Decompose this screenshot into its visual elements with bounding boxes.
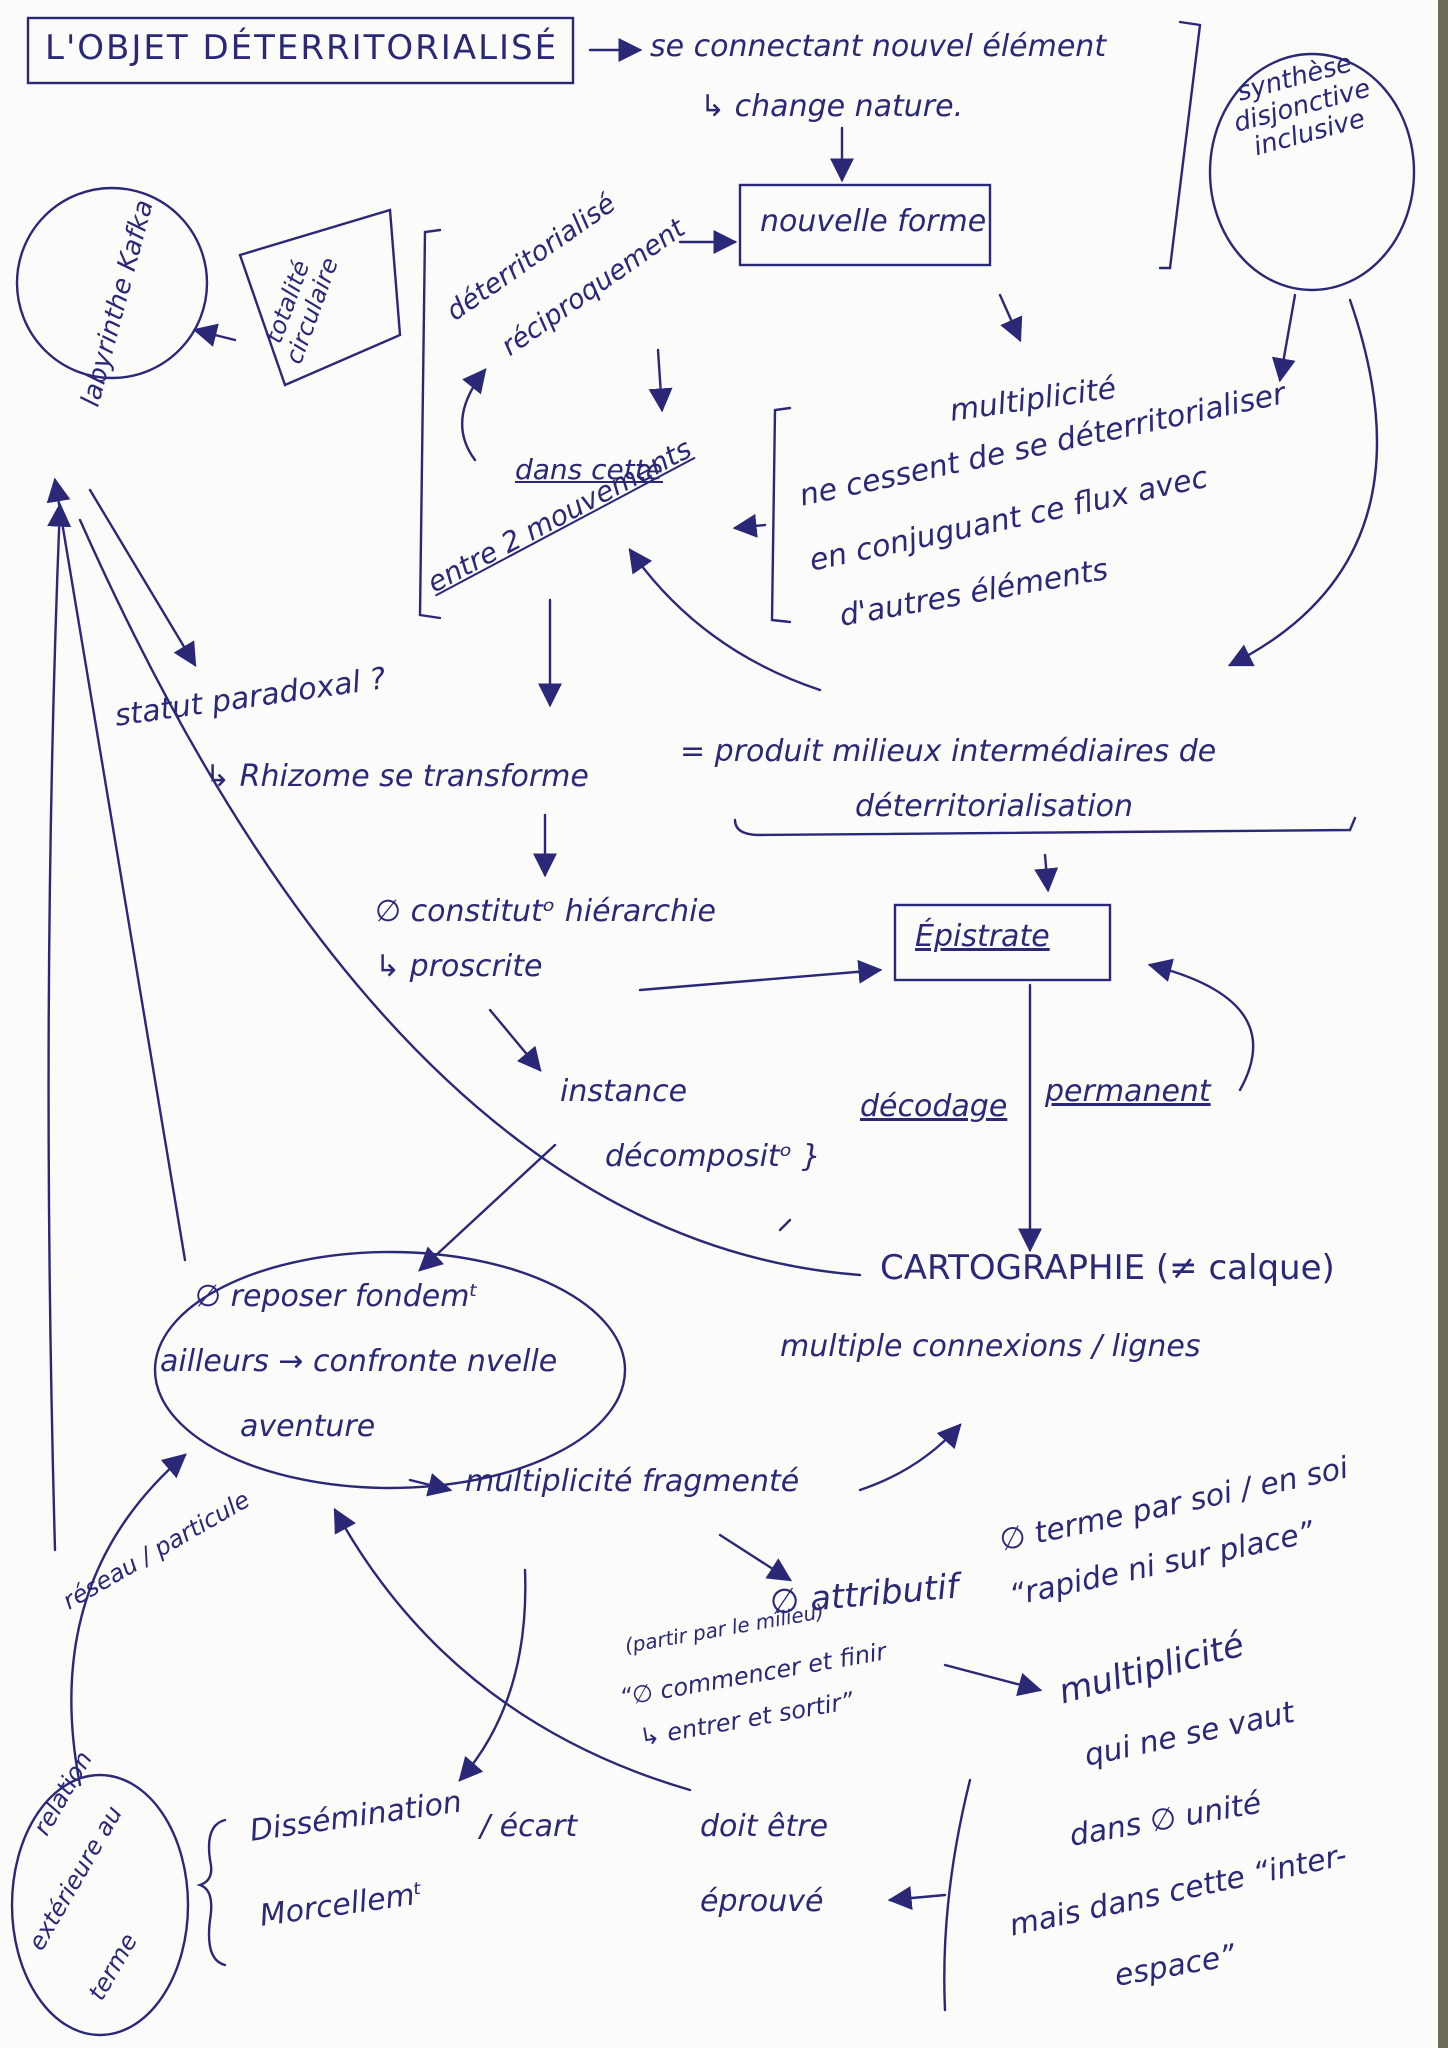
between-line1: dans cette <box>515 453 663 486</box>
cartography-sub: multiple connexions / lignes <box>780 1329 1201 1364</box>
connect-text: se connectant nouvel élément <box>650 29 1107 64</box>
must-line1: doit être <box>700 1809 829 1844</box>
page-edge-shadow <box>1438 0 1448 2048</box>
foundation-line2: ailleurs → confronte nvelle <box>160 1344 558 1379</box>
foundation-line1: ∅ reposer fondemᵗ <box>195 1279 479 1314</box>
decoding-right: permanent <box>1045 1074 1211 1109</box>
instance-line1: instance <box>560 1074 688 1109</box>
title-box <box>26 16 575 85</box>
decoding-left: décodage <box>860 1089 1008 1124</box>
foundation-line3: aventure <box>240 1409 376 1444</box>
cartography-title: CARTOGRAPHIE (≠ calque) <box>880 1248 1335 1288</box>
fragmented-text: multiplicité fragmenté <box>465 1464 800 1499</box>
new-form-label: nouvelle forme <box>760 204 987 239</box>
epistrate-box <box>893 903 1112 982</box>
hierarchy-line1: ∅ constitutᵒ hiérarchie <box>375 894 716 929</box>
synthesis-ellipse <box>1208 52 1416 292</box>
foundation-ellipse <box>153 1250 627 1490</box>
epistrate-label: Épistrate <box>915 919 1050 954</box>
must-line2: éprouvé <box>700 1884 824 1919</box>
deterritorialisation-text: déterritorialisation <box>855 789 1134 824</box>
relation-ellipse <box>10 1773 190 2037</box>
instance-line2: décompositᵒ } <box>605 1139 821 1174</box>
change-nature-text: ↳ change nature. <box>700 89 964 124</box>
totality-box <box>238 208 402 387</box>
rhizome-text: ↳ Rhizome se transforme <box>205 759 589 794</box>
rhizome-equals-text: = produit milieux intermédiaires de <box>680 734 1217 769</box>
title: L'OBJET DÉTERRITORIALISÉ <box>45 28 559 68</box>
gap-text: / écart <box>480 1809 578 1844</box>
new-form-box <box>738 183 992 267</box>
labyrinth-ellipse <box>15 186 209 380</box>
hierarchy-line2: ↳ proscrite <box>375 949 543 984</box>
